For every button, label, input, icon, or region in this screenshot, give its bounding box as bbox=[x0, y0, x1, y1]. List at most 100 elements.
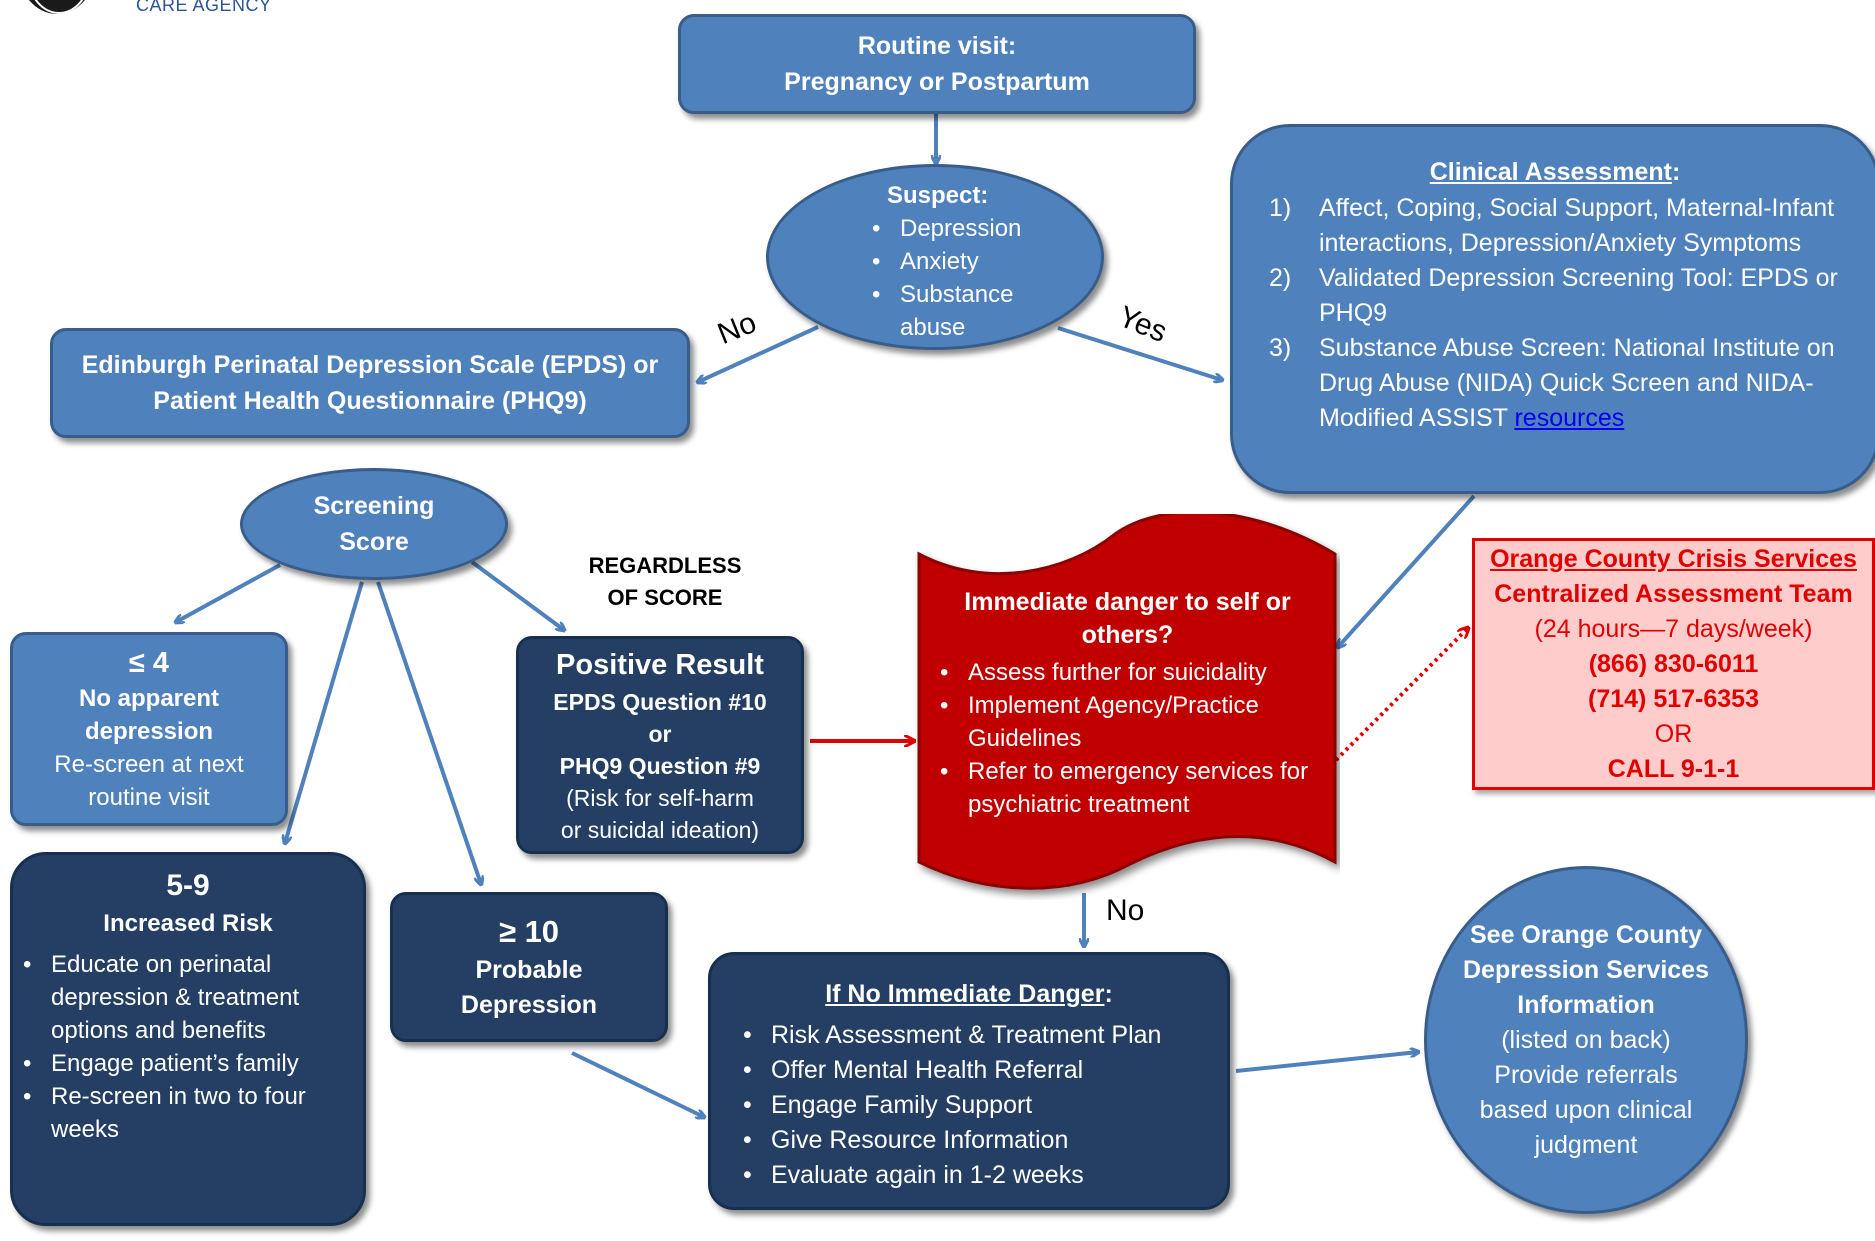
mid-item: Educate on perinatal depression & treatm… bbox=[13, 948, 345, 1047]
see-line2: Depression Services bbox=[1463, 955, 1709, 984]
crisis-call-911: CALL 9-1-1 bbox=[1607, 754, 1740, 783]
arrow-screening-mid bbox=[285, 581, 364, 843]
low-score-value: ≤ 4 bbox=[128, 647, 170, 679]
mid-item: Re-screen in two to four weeks bbox=[13, 1080, 345, 1146]
crisis-or: OR bbox=[1654, 719, 1693, 748]
crisis-services-box: Orange County Crisis Services Centralize… bbox=[1472, 538, 1875, 790]
suspect-ellipse: Suspect: Depression Anxiety Substance ab… bbox=[766, 164, 1104, 350]
clinical-item: 2) Validated Depression Screening Tool: E… bbox=[1269, 261, 1839, 331]
suspect-item: Depression bbox=[862, 212, 1062, 245]
screening-line2: Score bbox=[339, 528, 409, 556]
danger-title: Immediate danger to self or others? bbox=[964, 588, 1291, 649]
epds-phq9-box: Edinburgh Perinatal Depression Scale (EP… bbox=[50, 328, 690, 438]
no-danger-item: Give Resource Information bbox=[733, 1123, 1227, 1158]
low-line2: depression bbox=[84, 718, 214, 745]
positive-line5: or suicidal ideation) bbox=[560, 817, 760, 843]
increased-risk-box: 5-9 Increased Risk Educate on perinatal … bbox=[10, 852, 366, 1226]
agency-seal-logo bbox=[0, 0, 95, 18]
see-line5: Provide referrals bbox=[1494, 1060, 1678, 1089]
crisis-phone-2[interactable]: (714) 517-6353 bbox=[1588, 684, 1759, 713]
low-line4: routine visit bbox=[88, 784, 210, 811]
screening-line1: Screening bbox=[313, 492, 435, 520]
arrow-clinical-to-danger bbox=[1338, 494, 1476, 647]
arrow-screening-low bbox=[176, 563, 281, 622]
epds-line1: Edinburgh Perinatal Depression Scale (EP… bbox=[81, 351, 659, 379]
agency-name-fragment: CARE AGENCY bbox=[136, 0, 272, 15]
high-line1: Probable bbox=[475, 956, 583, 984]
arrow-suspect-no bbox=[698, 325, 819, 382]
routine-visit-box: Routine visit: Pregnancy or Postpartum bbox=[678, 14, 1196, 114]
regardless-line2: OF SCORE bbox=[607, 585, 723, 610]
positive-line4: (Risk for self-harm bbox=[566, 785, 754, 811]
low-line1: No apparent bbox=[78, 685, 219, 712]
no-danger-title: If No Immediate Danger bbox=[825, 980, 1105, 1008]
arrow-screening-high bbox=[376, 581, 481, 884]
arrow-suspect-yes bbox=[1057, 326, 1222, 380]
regardless-of-score-label: REGARDLESS OF SCORE bbox=[560, 550, 770, 614]
crisis-subtitle: Centralized Assessment Team bbox=[1494, 579, 1853, 608]
clinical-item-num: 1) bbox=[1269, 194, 1292, 222]
mid-list: Educate on perinatal depression & treatm… bbox=[13, 948, 363, 1146]
clinical-item: 3) Substance Abuse Screen: National Insti… bbox=[1269, 331, 1839, 436]
no-danger-item: Risk Assessment & Treatment Plan bbox=[733, 1018, 1227, 1053]
no-danger-list: Risk Assessment & Treatment Plan Offer M… bbox=[711, 1018, 1227, 1193]
no-immediate-danger-box: If No Immediate Danger: Risk Assessment … bbox=[708, 952, 1230, 1210]
positive-title: Positive Result bbox=[556, 649, 764, 681]
clinical-item-text: Affect, Coping, Social Support, Maternal… bbox=[1319, 194, 1835, 257]
routine-visit-line2: Pregnancy or Postpartum bbox=[784, 68, 1090, 96]
see-line4: (listed on back) bbox=[1501, 1025, 1671, 1054]
label-no-danger: No bbox=[1106, 894, 1145, 927]
clinical-item: 1) Affect, Coping, Social Support, Matern… bbox=[1269, 191, 1839, 261]
mid-score-value: 5-9 bbox=[166, 869, 210, 902]
crisis-hours: (24 hours—7 days/week) bbox=[1534, 614, 1813, 643]
positive-line1: EPDS Question #10 bbox=[553, 689, 767, 715]
see-line7: judgment bbox=[1534, 1130, 1638, 1159]
resources-link[interactable]: resources bbox=[1514, 404, 1625, 432]
clinical-title: Clinical Assessment bbox=[1429, 158, 1672, 186]
danger-list: Assess further for suicidality Implement… bbox=[930, 656, 1325, 821]
crisis-title: Orange County Crisis Services bbox=[1490, 544, 1857, 573]
positive-result-box: Positive Result EPDS Question #10 or PHQ… bbox=[516, 636, 804, 854]
clinical-item-text: Substance Abuse Screen: National Institu… bbox=[1319, 334, 1835, 432]
arrow-nodanger-to-see bbox=[1235, 1052, 1418, 1073]
high-score-value: ≥ 10 bbox=[498, 914, 560, 949]
danger-item: Assess further for suicidality bbox=[930, 656, 1325, 689]
clinical-item-num: 2) bbox=[1269, 264, 1292, 292]
immediate-danger-content: Immediate danger to self or others? Asse… bbox=[930, 586, 1325, 821]
arrow-screening-positive bbox=[470, 560, 564, 630]
clinical-item-text: Validated Depression Screening Tool: EPD… bbox=[1319, 264, 1838, 327]
clinical-list: 1) Affect, Coping, Social Support, Matern… bbox=[1269, 191, 1839, 436]
suspect-item: Anxiety bbox=[862, 245, 1062, 278]
no-danger-item: Engage Family Support bbox=[733, 1088, 1227, 1123]
danger-item: Refer to emergency services for psychiat… bbox=[930, 755, 1325, 821]
suspect-title: Suspect: bbox=[887, 182, 989, 209]
see-line1: See Orange County bbox=[1470, 920, 1702, 949]
regardless-line1: REGARDLESS bbox=[588, 553, 742, 578]
crisis-phone-1[interactable]: (866) 830-6011 bbox=[1588, 649, 1759, 678]
positive-line3: PHQ9 Question #9 bbox=[559, 753, 761, 779]
high-line2: Depression bbox=[460, 991, 598, 1019]
no-danger-item: Offer Mental Health Referral bbox=[733, 1053, 1227, 1088]
suspect-item: Substance abuse bbox=[862, 278, 1050, 344]
danger-item: Implement Agency/Practice Guidelines bbox=[930, 689, 1325, 755]
clinical-item-num: 3) bbox=[1269, 334, 1292, 362]
suspect-list: Depression Anxiety Substance abuse bbox=[862, 212, 1062, 344]
arrow-danger-to-crisis bbox=[1334, 628, 1468, 762]
positive-line2: or bbox=[648, 721, 672, 747]
clinical-assessment-box: Clinical Assessment: 1) Affect, Coping, S… bbox=[1230, 124, 1875, 494]
low-score-box: ≤ 4 No apparent depression Re-screen at … bbox=[10, 632, 288, 826]
mid-item: Engage patient’s family bbox=[13, 1047, 345, 1080]
mid-title: Increased Risk bbox=[103, 910, 273, 937]
epds-line2: Patient Health Questionnaire (PHQ9) bbox=[153, 387, 587, 415]
clinical-title-colon: : bbox=[1671, 158, 1681, 186]
routine-visit-line1: Routine visit: bbox=[857, 32, 1017, 60]
probable-depression-box: ≥ 10 Probable Depression bbox=[390, 892, 668, 1042]
screening-score-ellipse: Screening Score bbox=[240, 468, 508, 580]
see-orange-county-circle: See Orange County Depression Services In… bbox=[1424, 866, 1748, 1214]
no-danger-title-colon: : bbox=[1104, 980, 1113, 1008]
no-danger-item: Evaluate again in 1-2 weeks bbox=[733, 1158, 1227, 1193]
see-line3: Information bbox=[1517, 990, 1655, 1019]
see-line6: based upon clinical bbox=[1479, 1095, 1693, 1124]
low-line3: Re-screen at next bbox=[54, 751, 244, 778]
